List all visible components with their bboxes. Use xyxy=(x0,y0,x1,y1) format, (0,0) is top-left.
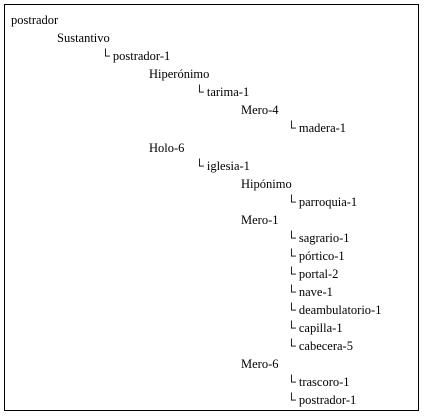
branch-connector-icon: └ xyxy=(287,393,296,407)
branch-connector-icon: └ xyxy=(195,159,204,173)
relation-hiperonimo: Hiperónimo xyxy=(149,65,209,83)
hiperonimo-item: └tarima-1 xyxy=(195,83,249,101)
relation-holo-6: Holo-6 xyxy=(149,139,184,157)
mero-1-item: └deambulatorio-1 xyxy=(287,301,381,319)
relation-mero-1-label: Mero-1 xyxy=(241,213,279,227)
mero-4-item: └madera-1 xyxy=(287,119,346,137)
relation-mero-4: Mero-4 xyxy=(241,101,279,119)
pos-node: Sustantivo xyxy=(57,29,110,47)
branch-connector-icon: └ xyxy=(287,303,296,317)
mero-1-item: └nave-1 xyxy=(287,283,333,301)
mero-1-item-label: nave-1 xyxy=(298,285,333,299)
relation-hiponimo-label: Hipónimo xyxy=(241,177,292,191)
branch-connector-icon: └ xyxy=(287,375,296,389)
mero-1-item-label: capilla-1 xyxy=(298,321,343,335)
pos-label: Sustantivo xyxy=(57,31,110,45)
mero-1-item-label: deambulatorio-1 xyxy=(298,303,382,317)
hiponimo-item-label: parroquia-1 xyxy=(298,195,358,209)
mero-6-item: └postrador-1 xyxy=(287,391,356,409)
root-word: postrador xyxy=(11,11,58,29)
branch-connector-icon: └ xyxy=(287,195,296,209)
branch-connector-icon: └ xyxy=(101,49,110,63)
relation-mero-6-label: Mero-6 xyxy=(241,357,279,371)
mero-1-item: └portal-2 xyxy=(287,265,338,283)
mero-1-item-label: pórtico-1 xyxy=(298,249,345,263)
branch-connector-icon: └ xyxy=(195,85,204,99)
holo-6-item: └iglesia-1 xyxy=(195,157,250,175)
branch-connector-icon: └ xyxy=(287,121,296,135)
mero-1-item-label: cabecera-5 xyxy=(298,339,353,353)
mero-1-item-label: sagrario-1 xyxy=(298,231,350,245)
mero-1-item-label: portal-2 xyxy=(298,267,339,281)
synset-label: postrador-1 xyxy=(112,49,171,63)
relation-mero-4-label: Mero-4 xyxy=(241,103,279,117)
branch-connector-icon: └ xyxy=(287,285,296,299)
mero-1-item: └pórtico-1 xyxy=(287,247,345,265)
relation-mero-6: Mero-6 xyxy=(241,355,279,373)
mero-6-item-label: postrador-1 xyxy=(298,393,357,407)
root-word-label: postrador xyxy=(11,13,59,27)
branch-connector-icon: └ xyxy=(287,231,296,245)
relation-tree: postrador Sustantivo └postrador-1 Hiperó… xyxy=(5,5,420,412)
relation-hiponimo: Hipónimo xyxy=(241,175,292,193)
branch-connector-icon: └ xyxy=(287,321,296,335)
relation-mero-1: Mero-1 xyxy=(241,211,279,229)
relation-holo-6-label: Holo-6 xyxy=(149,141,185,155)
mero-6-item: └trascoro-1 xyxy=(287,373,350,391)
mero-6-item-label: trascoro-1 xyxy=(298,375,350,389)
tree-frame: postrador Sustantivo └postrador-1 Hiperó… xyxy=(4,4,419,411)
synset-node: └postrador-1 xyxy=(101,47,170,65)
holo-6-item-label: iglesia-1 xyxy=(206,159,250,173)
mero-1-item: └cabecera-5 xyxy=(287,337,353,355)
mero-4-item-label: madera-1 xyxy=(298,121,347,135)
mero-1-item: └capilla-1 xyxy=(287,319,343,337)
relation-hiperonimo-label: Hiperónimo xyxy=(149,67,210,81)
mero-1-item: └sagrario-1 xyxy=(287,229,350,247)
branch-connector-icon: └ xyxy=(287,339,296,353)
hiponimo-item: └parroquia-1 xyxy=(287,193,357,211)
branch-connector-icon: └ xyxy=(287,249,296,263)
hiperonimo-item-label: tarima-1 xyxy=(206,85,250,99)
branch-connector-icon: └ xyxy=(287,267,296,281)
